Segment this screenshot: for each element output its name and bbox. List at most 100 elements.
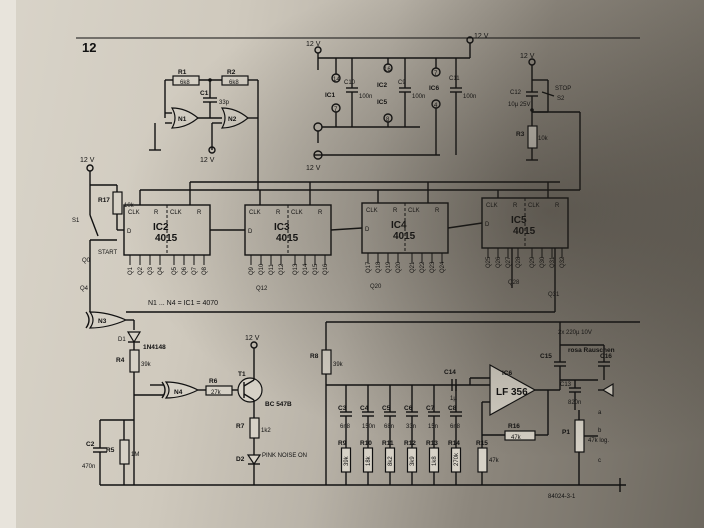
sb-ic2-label: IC2 [377,82,388,89]
output-pin-label: Q21 [410,261,416,273]
ic4-type: 4015 [393,231,416,242]
r6-ref: R6 [209,378,218,385]
ic1-pin7: 7 [334,107,338,113]
start-circuit: 12 V R17 10k S1 START Q0 Q4 [72,157,135,312]
resistor-r8 [321,349,332,375]
ic3-d: D [248,229,253,235]
c9-value: 100n [412,94,425,100]
c16-ref: C16 [600,353,612,360]
ic2-r-b: R [197,210,202,216]
r11-ref: R11 [382,440,394,447]
t1-supply-label: 12 V [245,335,260,342]
r13-ref: R13 [426,440,438,447]
resistor-r5 [119,439,130,465]
r4-value: 39k [141,362,152,368]
c5-ref: C5 [382,405,391,412]
d2-value: PINK NOISE ON [262,453,307,459]
t1-value: BC 547B [265,401,292,408]
pink-filter: R8 39k C36n8R939kC4150nR1018kC568nR118k2… [310,321,640,485]
output-pin-label: Q27 [506,256,512,268]
c13-ref: C13 [560,382,572,388]
c11-ref: C11 [449,76,460,82]
r10-value: 18k [366,455,372,466]
output-pin-label: Q6 [182,266,188,275]
c5-value: 68n [384,424,394,430]
ic2-pin16: 16 [384,67,391,73]
potentiometer-p1 [574,419,585,453]
r7-ref: R7 [236,423,245,430]
output-pin-label: Q9 [249,266,255,275]
osc-supply-label: 12 V [200,157,215,164]
output-pin-label: Q25 [486,256,492,268]
q31-label: Q31 [548,292,560,298]
output-pin-label: Q26 [496,256,502,268]
ic4-r-a: R [393,208,398,214]
c8-value: 6n8 [450,424,461,430]
r12-ref: R12 [404,440,416,447]
ic4-ref: IC4 [391,220,407,231]
c15-value: 2x 220µ 10V [558,330,592,336]
r14-ref: R14 [448,440,460,447]
c9-ref: C9 [398,80,406,86]
start-supply-label: 12 V [80,157,95,164]
c7-value: 15n [428,424,438,430]
s1-label: S1 [72,218,80,224]
r3-value: 10k [538,136,549,142]
r10-ref: R10 [360,440,372,447]
c11-value: 100n [463,94,476,100]
ic4-d: D [365,227,370,233]
gates-note: N1 ... N4 = IC1 = 4070 [148,300,218,307]
c15-ref: C15 [540,353,552,360]
supply-block: 12 V 12 V 12 V 14 IC1 7 C10 100n 16 IC2 … [306,33,489,172]
drawing-code: 84024-3-1 [548,494,576,500]
diode-d1 [126,331,142,344]
c12-ref: C12 [510,90,522,96]
page-edge [0,0,16,528]
output-pin-label: Q23 [430,261,436,273]
p1-ref: P1 [562,429,570,436]
c2-value: 470n [82,464,95,470]
p1-value: 47k log. [588,438,609,444]
r1-ref: R1 [178,69,187,76]
output-pin-label: Q31 [550,256,556,268]
ic1-pin14: 14 [333,77,340,83]
c14-ref: C14 [444,369,456,376]
c4-ref: C4 [360,405,369,412]
gate-n1-label: N1 [178,116,187,123]
r5-ref: R5 [106,447,115,454]
d1-value: 1N4148 [143,344,166,351]
gate-n1 [170,107,199,129]
ic5-r-a: R [513,203,518,209]
output-pin-label: Q12 [279,263,285,275]
output-pin-label: Q2 [138,266,144,275]
stop-circuit: 12 V C12 10µ 25V STOP S2 R3 10k [508,53,581,190]
output-pin-label: Q32 [560,256,566,268]
d1-ref: D1 [118,337,126,343]
output-pin-label: Q28 [516,256,522,268]
gate-n2 [220,107,249,129]
r2-value: 6k8 [229,80,239,86]
q28-label: Q28 [508,280,520,286]
pin-a: a [598,410,602,416]
feedback-xor: N3 [85,248,556,330]
output-pin-label: Q14 [303,263,309,275]
r8-ref: R8 [310,353,319,360]
r15-value: 47k [489,458,500,464]
clock-oscillator: R1 6k8 R2 6k8 C1 33p N1 N2 12 V [149,69,259,190]
q4-label: Q4 [80,286,89,292]
s2-label: S2 [557,96,565,102]
output-label: rosa Rauschen [568,347,615,354]
c4-value: 150n [362,424,375,430]
gate-n4 [164,381,200,399]
c6-value: 33n [406,424,416,430]
ic5-clk-a: CLK [486,203,498,209]
ic6-pin4: 4 [434,103,438,109]
sup-12v-bottom: 12 V [306,165,321,172]
ic3-clk-b: CLK [291,210,303,216]
ic6-type: LF 356 [496,387,528,398]
ic2-r-a: R [154,210,159,216]
output-pin-label: Q4 [158,266,164,275]
q12-label: Q12 [256,286,268,292]
